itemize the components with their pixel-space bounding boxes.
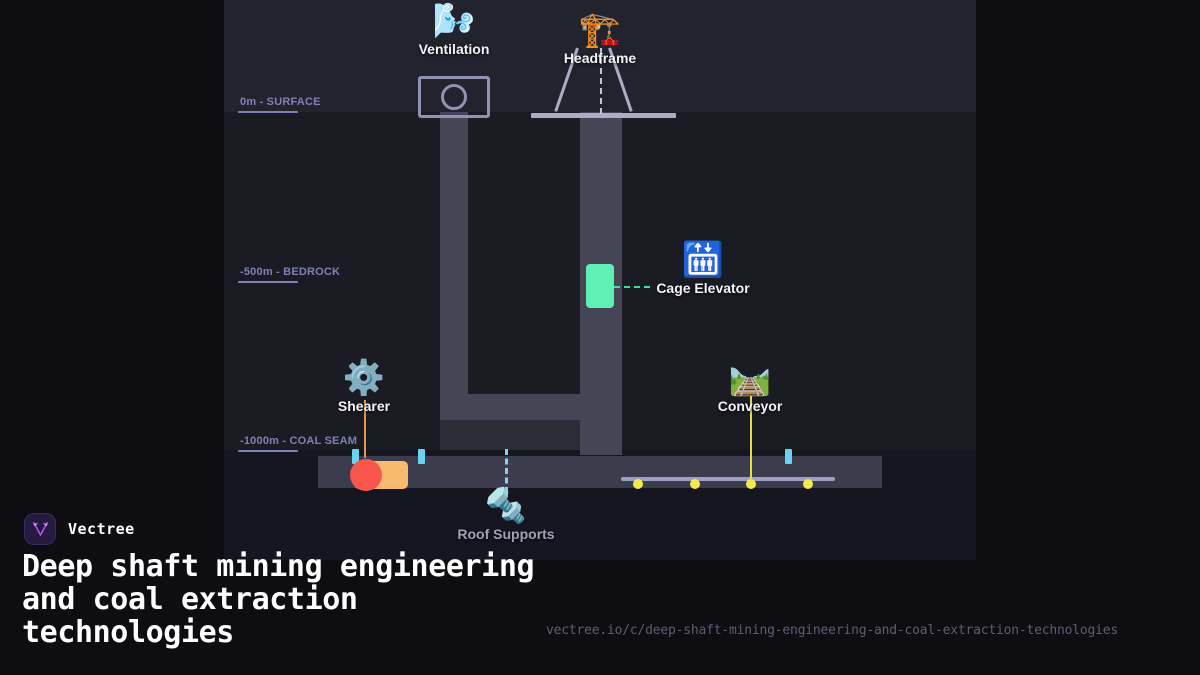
conveyor-belt-line (621, 477, 835, 481)
shearer-cutting-drum (350, 459, 382, 491)
node-label-shearer: Shearer (337, 398, 391, 414)
depth-marker-bedrock: -500m - BEDROCK (238, 266, 340, 283)
headframe-hoist-rope (600, 48, 602, 114)
rock-mass-center (468, 112, 580, 374)
rock-mass-right-lower (622, 374, 976, 450)
brand-lockup: Vectree (24, 513, 135, 545)
conveyor-leader-line (750, 396, 752, 480)
node-conveyor[interactable]: 🛤️ Conveyor (696, 359, 804, 414)
page-url: vectree.io/c/deep-shaft-mining-engineeri… (546, 623, 1118, 638)
shearer-leader-line (364, 400, 366, 458)
construction-crane-icon: 🏗️ (578, 11, 622, 49)
roof-supports-leader-line (505, 449, 508, 493)
elevator-icon: 🛗 (681, 241, 725, 279)
node-shearer[interactable]: ⚙️ Shearer (310, 359, 418, 414)
node-label-cage-elevator: Cage Elevator (656, 280, 750, 296)
ventilation-shaft (440, 112, 468, 420)
rock-mass-right (622, 112, 976, 374)
connecting-drift (440, 394, 622, 420)
vectree-branch-logo (24, 513, 56, 545)
fan-rotor-icon (441, 84, 467, 110)
node-cage-elevator[interactable]: 🛗 Cage Elevator (649, 241, 757, 296)
depth-marker-surface: 0m - SURFACE (238, 96, 321, 113)
nut-and-bolt-icon: 🔩 (484, 487, 528, 525)
brand-name: Vectree (68, 520, 135, 538)
hydraulic-prop (352, 449, 359, 464)
railway-track-icon: 🛤️ (728, 359, 772, 397)
hydraulic-prop (418, 449, 425, 464)
gear-icon: ⚙️ (342, 359, 386, 397)
depth-label-bedrock: -500m - BEDROCK (240, 266, 341, 278)
depth-rule-surface (238, 111, 298, 113)
mine-cross-section-diagram: 0m - SURFACE -500m - BEDROCK -1000m - CO… (224, 0, 976, 560)
depth-marker-coal-seam: -1000m - COAL SEAM (238, 435, 357, 452)
conveyor-roller (746, 479, 756, 489)
elevator-cage (586, 264, 614, 308)
conveyor-roller (690, 479, 700, 489)
hydraulic-prop (785, 449, 792, 464)
depth-rule-bedrock (238, 281, 298, 283)
rock-mass-left (224, 112, 440, 374)
node-headframe[interactable]: 🏗️ Headframe (546, 11, 654, 66)
wind-icon: 🌬️ (432, 2, 476, 40)
ventilation-fan-housing (418, 76, 490, 118)
headframe-base-pad (531, 113, 676, 118)
depth-label-coal-seam: -1000m - COAL SEAM (240, 435, 358, 447)
node-label-conveyor: Conveyor (717, 398, 783, 414)
depth-rule-coal-seam (238, 450, 298, 452)
rock-mass-left-lower (224, 374, 440, 450)
node-label-headframe: Headframe (563, 50, 637, 66)
conveyor-roller (633, 479, 643, 489)
node-label-ventilation: Ventilation (418, 41, 490, 57)
conveyor-roller (803, 479, 813, 489)
node-roof-supports[interactable]: 🔩 Roof Supports (452, 487, 560, 542)
cage-elevator-connector (614, 286, 650, 288)
page-title: Deep shaft mining engineering and coal e… (22, 549, 535, 650)
node-label-roof-supports: Roof Supports (457, 526, 555, 542)
depth-label-surface: 0m - SURFACE (240, 96, 321, 108)
node-ventilation[interactable]: 🌬️ Ventilation (400, 2, 508, 57)
